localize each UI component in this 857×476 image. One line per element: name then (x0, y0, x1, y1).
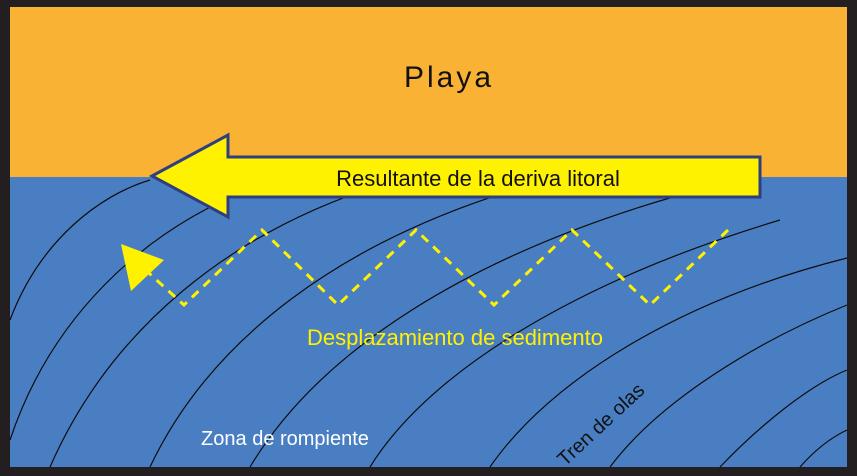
wave-crest (9, 179, 151, 321)
wave-crest (369, 219, 781, 468)
sediment-path (138, 227, 730, 308)
wave-crest (489, 257, 848, 468)
wave-crest (149, 184, 531, 468)
sediment-label: Desplazamiento de sedimento (307, 325, 603, 350)
wave-crest (609, 304, 848, 468)
surf-zone-label: Zona de rompiente (201, 428, 369, 450)
beach-area (10, 7, 847, 177)
beach-label: Playa (404, 61, 494, 94)
drift-arrow (148, 132, 762, 220)
wave-crest (49, 181, 391, 468)
wave-crest (719, 369, 848, 468)
wave-crest (249, 194, 681, 468)
drift-label: Resultante de la deriva litoral (336, 166, 620, 191)
sediment-arrowhead (121, 244, 164, 291)
wave-crests (9, 179, 848, 468)
wave-crest (799, 429, 848, 468)
